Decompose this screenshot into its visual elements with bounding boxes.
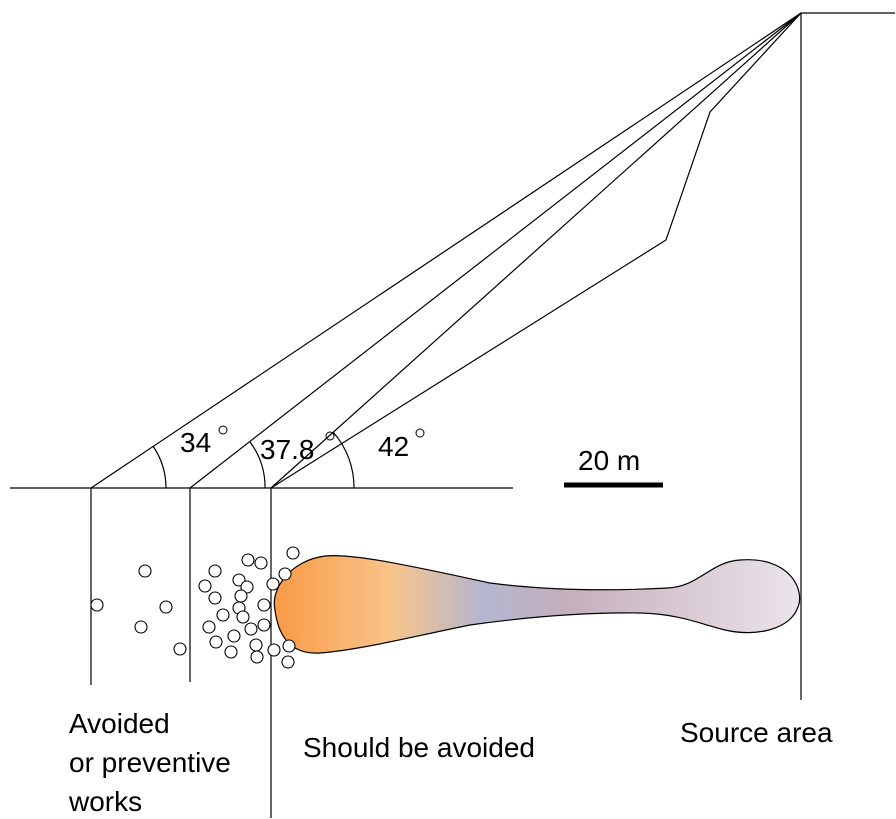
angle-label-37-8: 37.8 — [260, 434, 315, 465]
boulder — [138, 564, 152, 578]
zone-label-source: Source area — [680, 717, 833, 748]
deposit-body — [273, 555, 801, 654]
slope-profile-line — [270, 12, 802, 489]
boulder — [173, 642, 187, 656]
reach-line-37-8 — [189, 12, 802, 489]
boulder — [216, 608, 230, 622]
boulder — [236, 610, 250, 624]
boulder — [266, 577, 280, 591]
boulder — [209, 635, 223, 649]
boulder — [241, 553, 255, 567]
reach-line-34 — [90, 12, 802, 489]
arc-37-8 — [249, 441, 266, 489]
degree-symbol-34 — [218, 425, 228, 435]
boulder — [267, 643, 281, 657]
boulder — [234, 589, 248, 603]
arc-34 — [152, 445, 167, 489]
boulder — [254, 556, 268, 570]
boulder — [227, 629, 241, 643]
angle-label-34: 34 — [180, 427, 211, 458]
arc-42 — [332, 431, 355, 489]
angle-label-42: 42 — [378, 431, 409, 462]
boulder — [250, 650, 264, 664]
boulder — [202, 620, 216, 634]
boulder — [240, 580, 254, 594]
degree-symbol-37-8 — [325, 431, 335, 441]
boulder — [134, 620, 148, 634]
boulder — [286, 546, 300, 560]
boulder — [282, 639, 296, 653]
zone-label-preventive-1: Avoided — [69, 708, 170, 739]
boulder — [208, 564, 222, 578]
boulder — [249, 638, 263, 652]
boulder — [281, 655, 295, 669]
boulder — [208, 591, 222, 605]
boulder — [159, 600, 173, 614]
reach-line-42 — [270, 12, 802, 489]
boulder — [257, 618, 271, 632]
boulder — [90, 598, 104, 612]
boulder — [224, 645, 238, 659]
scale-bar-label: 20 m — [578, 445, 640, 476]
boulder — [257, 598, 271, 612]
degree-symbol-42 — [415, 428, 425, 438]
boulder — [278, 567, 292, 581]
boulder — [244, 622, 258, 636]
zone-label-avoid: Should be avoided — [303, 732, 535, 763]
boulder-field — [90, 546, 300, 669]
boulder — [198, 579, 212, 593]
zone-label-preventive-2: or preventive — [69, 747, 231, 778]
zone-label-preventive-3: works — [68, 786, 142, 817]
